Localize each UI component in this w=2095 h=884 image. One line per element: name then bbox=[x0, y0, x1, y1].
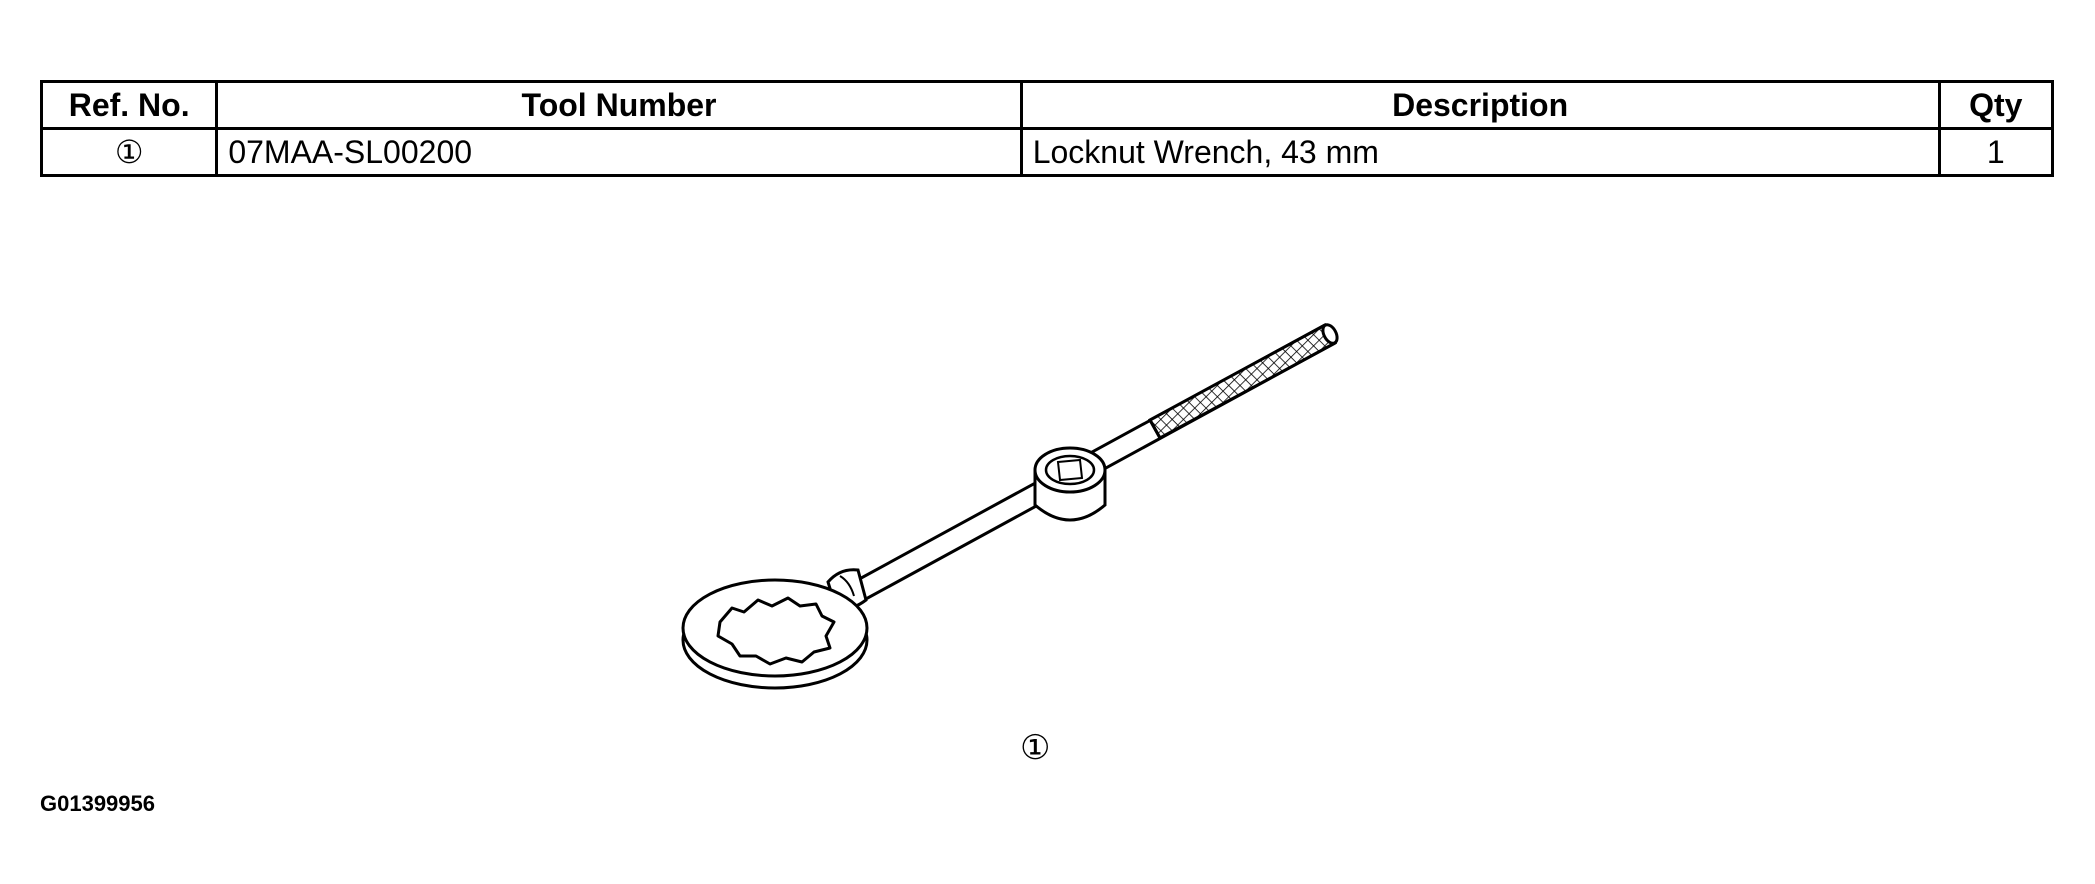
cell-qty: 1 bbox=[1937, 127, 2055, 177]
table-row: ① 07MAA-SL00200 Locknut Wrench, 43 mm 1 bbox=[39, 127, 2055, 177]
square-drive-boss bbox=[1033, 446, 1107, 522]
header-ref-no: Ref. No. bbox=[39, 80, 219, 130]
header-qty: Qty bbox=[1937, 80, 2055, 130]
locknut-wrench-icon bbox=[681, 322, 1339, 690]
cell-tool-number: 07MAA-SL00200 bbox=[215, 127, 1023, 177]
wrench-ring-head bbox=[681, 578, 869, 690]
cell-ref-no: ① bbox=[39, 127, 219, 177]
special-tools-table: Ref. No. Tool Number Description Qty ① 0… bbox=[39, 80, 2055, 177]
callout-ref-number: ① bbox=[1020, 728, 1051, 768]
table-header-row: Ref. No. Tool Number Description Qty bbox=[39, 80, 2055, 130]
header-description: Description bbox=[1019, 80, 1941, 130]
figure-id: G01399956 bbox=[40, 791, 155, 816]
cell-description: Locknut Wrench, 43 mm bbox=[1019, 127, 1941, 177]
header-tool-number: Tool Number bbox=[215, 80, 1023, 130]
